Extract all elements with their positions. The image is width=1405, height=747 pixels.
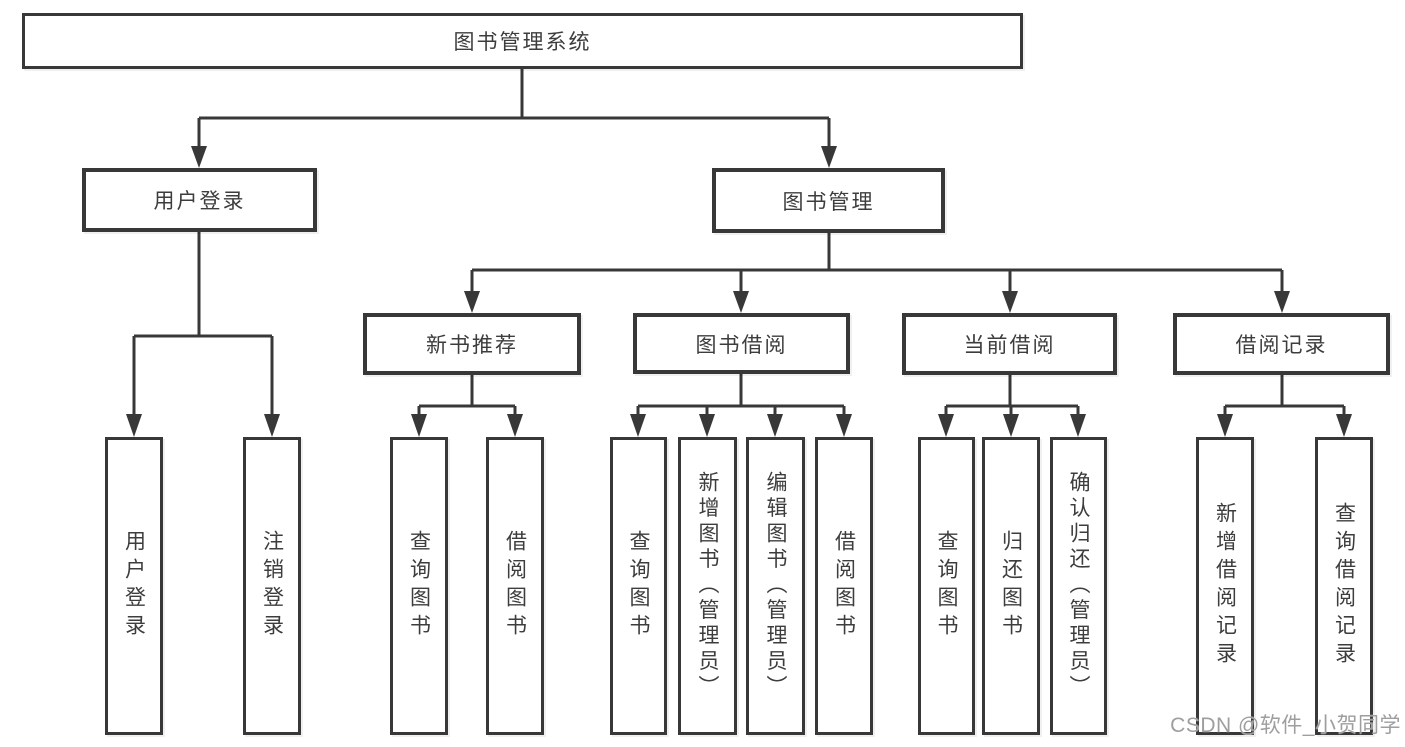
leaf-borrow-book-recommend: 借阅图书	[486, 437, 544, 735]
leaf-label: 查询图书	[935, 530, 958, 642]
leaf-label: 新增借阅记录	[1213, 502, 1237, 670]
leaf-query-borrow-record: 查询借阅记录	[1315, 437, 1373, 735]
leaf-query-book-borrow: 查询图书	[610, 437, 667, 735]
connector-book-borrow-children	[630, 374, 852, 437]
leaf-query-book-current: 查询图书	[918, 437, 975, 735]
node-current-borrow: 当前借阅	[902, 313, 1117, 375]
leaf-confirm-return-admin: 确认归还（管理员）	[1050, 437, 1107, 735]
leaf-label: 用户登录	[122, 530, 146, 642]
connector-book-mgmt-to-level3	[464, 233, 1290, 313]
connector-current-borrow-children	[938, 375, 1086, 437]
leaf-user-login: 用户登录	[105, 437, 163, 735]
leaf-label: 借阅图书	[832, 530, 856, 642]
leaf-label: 新增图书（管理员）	[696, 471, 719, 701]
leaf-label: 确认归还（管理员）	[1067, 471, 1090, 701]
leaf-return-book: 归还图书	[982, 437, 1040, 735]
node-user-login: 用户登录	[82, 168, 317, 232]
node-book-management: 图书管理	[712, 168, 945, 233]
connector-new-books-children	[411, 375, 523, 437]
connector-root-to-level2	[191, 66, 837, 168]
leaf-label: 查询图书	[627, 530, 650, 642]
connector-borrow-records-children	[1217, 375, 1352, 437]
leaf-label: 借阅图书	[503, 530, 527, 642]
node-new-book-recommend: 新书推荐	[363, 313, 581, 375]
leaf-label: 注销登录	[260, 530, 284, 642]
leaf-add-book-admin: 新增图书（管理员）	[678, 437, 737, 735]
node-book-borrow: 图书借阅	[633, 313, 850, 374]
leaf-edit-book-admin: 编辑图书（管理员）	[746, 437, 805, 735]
leaf-label: 查询借阅记录	[1332, 502, 1356, 670]
node-library-system: 图书管理系统	[22, 13, 1023, 69]
csdn-watermark: CSDN @软件_小贺同学	[1170, 714, 1401, 737]
leaf-logout: 注销登录	[243, 437, 301, 735]
leaf-borrow-book: 借阅图书	[815, 437, 873, 735]
leaf-query-book-recommend: 查询图书	[390, 437, 448, 735]
leaf-label: 归还图书	[999, 530, 1023, 642]
leaf-label: 查询图书	[407, 530, 431, 642]
connector-user-login-children	[126, 232, 280, 437]
node-borrow-records: 借阅记录	[1173, 313, 1390, 375]
leaf-add-borrow-record: 新增借阅记录	[1196, 437, 1254, 735]
leaf-label: 编辑图书（管理员）	[764, 471, 787, 701]
